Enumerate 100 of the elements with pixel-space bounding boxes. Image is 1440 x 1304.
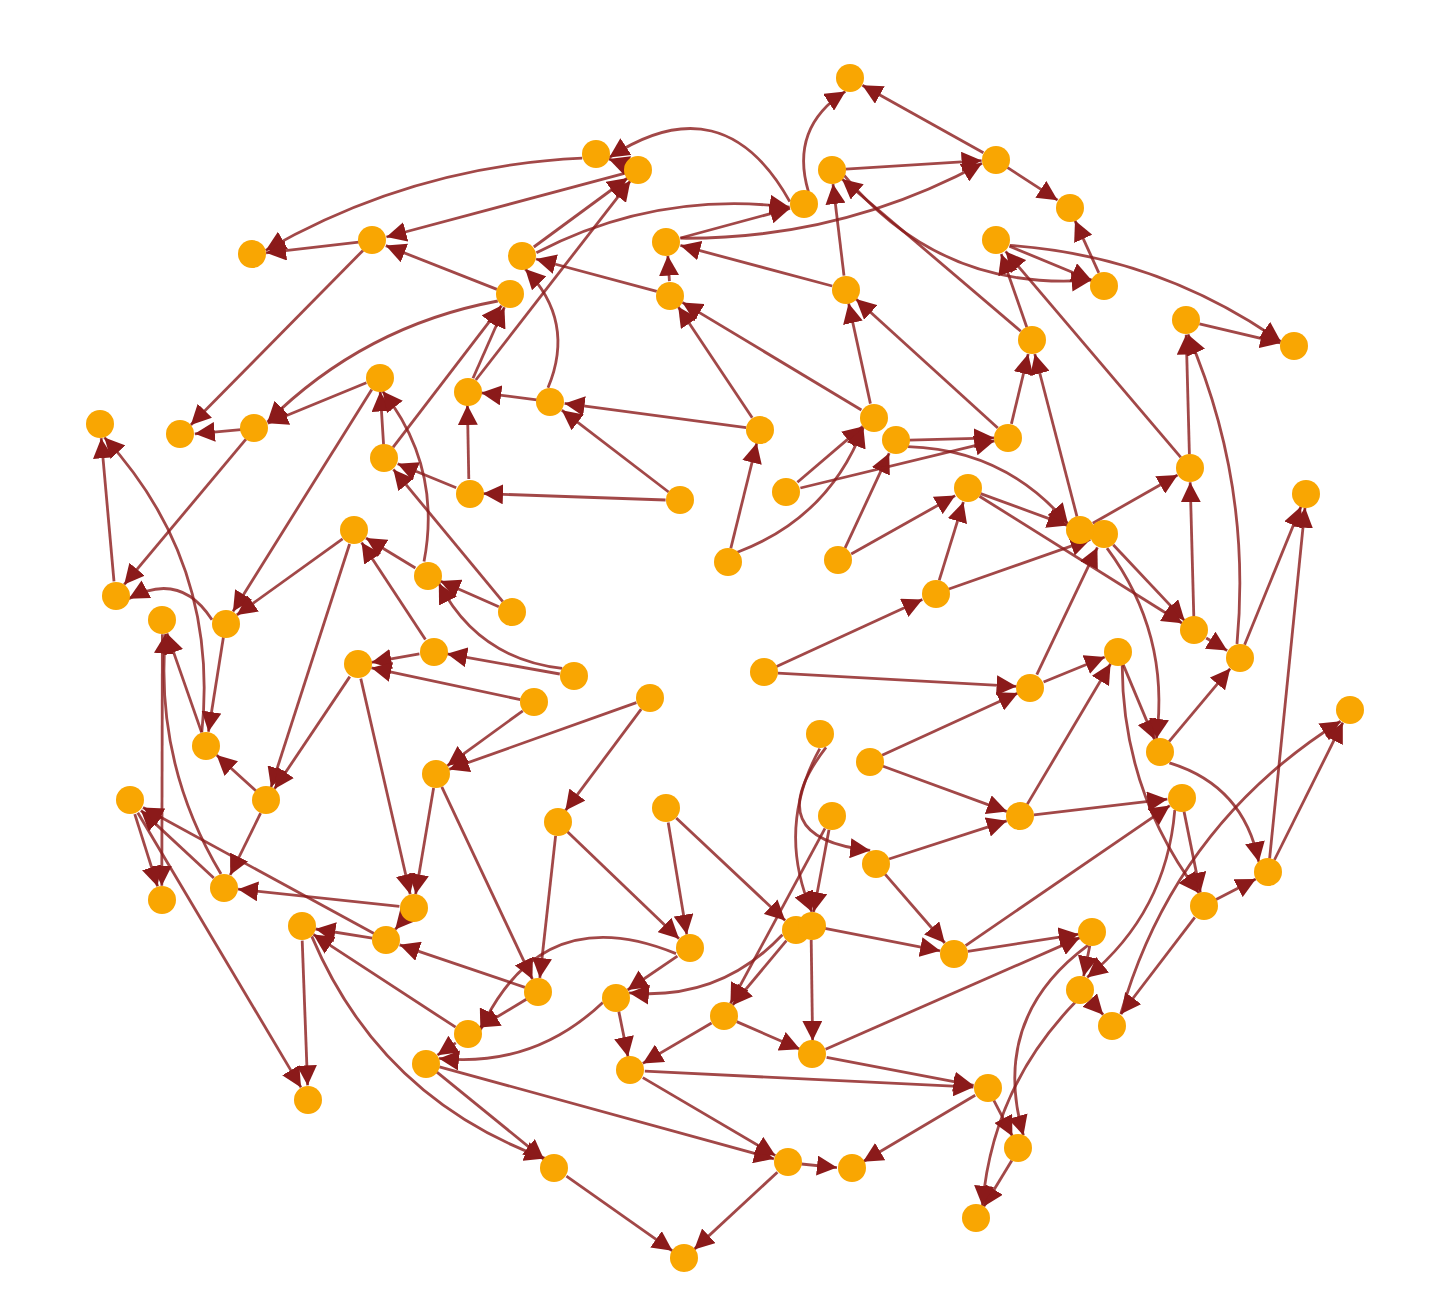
arrow — [133, 813, 162, 887]
arrow — [1214, 877, 1257, 902]
node-circle — [746, 415, 775, 444]
node-circle — [372, 926, 401, 955]
arrow — [802, 90, 847, 192]
node-circle — [238, 240, 267, 269]
node-circle — [1145, 738, 1174, 767]
arrow — [437, 582, 563, 670]
arrow — [729, 827, 827, 1005]
arrow — [1073, 220, 1101, 274]
arrow — [566, 830, 680, 940]
arrow — [448, 701, 637, 773]
arrow — [215, 753, 258, 793]
arrow — [881, 764, 1008, 815]
arrow — [264, 156, 583, 252]
node-circle — [962, 1204, 991, 1233]
arrow — [164, 632, 203, 733]
arrow — [399, 941, 526, 989]
arrow — [681, 301, 863, 412]
arrow — [154, 633, 223, 875]
node-circle — [1279, 332, 1308, 361]
node-circle — [789, 190, 818, 219]
arrow — [1199, 322, 1281, 349]
arrow — [841, 177, 1022, 333]
arrow — [560, 409, 670, 494]
arrow — [267, 381, 367, 425]
node-circle — [669, 1244, 698, 1273]
arrow — [659, 255, 680, 282]
arrow — [825, 183, 846, 276]
node-circle — [370, 444, 399, 473]
arrow — [1121, 664, 1157, 741]
node-circle — [831, 275, 860, 304]
arrow — [729, 442, 762, 549]
node-circle — [824, 546, 853, 575]
node-circle — [1066, 975, 1095, 1004]
arrow — [446, 709, 524, 767]
node-circle — [101, 581, 130, 610]
node-circle — [508, 241, 537, 270]
node-circle — [211, 609, 240, 638]
node-circle — [210, 873, 239, 902]
node-circle — [1225, 643, 1254, 672]
node-circle — [994, 423, 1023, 452]
arrow — [1176, 334, 1197, 455]
arrow — [967, 927, 1079, 953]
arrow — [1092, 473, 1179, 525]
arrow — [446, 647, 561, 676]
arrow — [151, 634, 172, 886]
node-circle — [953, 474, 982, 503]
arrow — [1168, 761, 1264, 863]
arrow — [267, 543, 351, 788]
node-circle — [540, 1154, 569, 1183]
arrow — [409, 787, 435, 895]
arrow — [680, 240, 833, 288]
arrow — [843, 174, 1092, 291]
arrow — [565, 1175, 674, 1252]
arrow — [1119, 720, 1342, 1015]
arrow — [1006, 166, 1059, 202]
arrow — [228, 812, 262, 876]
arrow — [312, 933, 457, 1029]
arrow — [608, 156, 631, 176]
arrow — [371, 662, 521, 701]
arrow — [385, 243, 498, 291]
arrow — [1026, 663, 1112, 806]
arrow — [1186, 333, 1242, 645]
arrow — [1004, 250, 1182, 459]
arrow — [128, 581, 214, 621]
arrow — [392, 468, 504, 603]
arrow — [802, 939, 823, 1041]
arrow — [386, 171, 626, 242]
node-circle — [1004, 1134, 1033, 1163]
arrow — [937, 501, 967, 581]
arrow — [642, 1076, 777, 1157]
node-circle — [817, 802, 846, 831]
arrow — [136, 812, 303, 1089]
arrow — [1043, 655, 1106, 684]
arrow — [535, 195, 790, 255]
arrow — [826, 1056, 974, 1092]
arrow — [524, 268, 560, 389]
arrow — [644, 1069, 974, 1097]
node-circle — [536, 387, 565, 416]
arrow — [907, 445, 1070, 525]
node-circle — [1254, 858, 1283, 887]
arrow — [909, 428, 995, 449]
arrow — [731, 939, 788, 1007]
arrow — [843, 302, 872, 404]
arrow — [1120, 664, 1200, 894]
arrow — [675, 817, 787, 922]
arrow — [883, 872, 946, 944]
node-circle — [421, 760, 450, 789]
arrow — [231, 388, 373, 613]
node-circle — [1167, 783, 1196, 812]
arrow — [315, 922, 373, 943]
arrow — [438, 1001, 604, 1070]
arrow — [482, 484, 666, 505]
arrow — [479, 936, 677, 1031]
arrow — [439, 579, 500, 609]
node-circle — [616, 1056, 645, 1085]
arrow — [471, 306, 506, 379]
arrow — [457, 404, 478, 480]
node-circle — [339, 516, 368, 545]
